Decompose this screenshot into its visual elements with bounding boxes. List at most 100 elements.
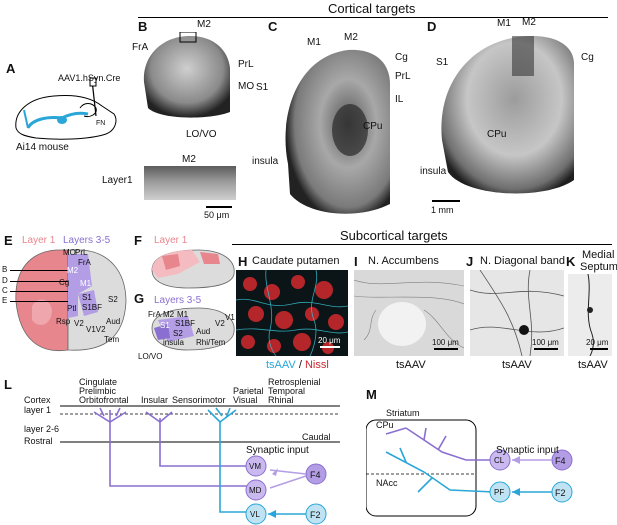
panel-l-cortex: Cortex — [24, 395, 51, 405]
panel-e-label: E — [4, 233, 13, 248]
panel-i-scale-text: 100 μm — [432, 338, 459, 347]
panel-c-s1: S1 — [256, 82, 269, 93]
panel-b-lovo: LO/VO — [186, 129, 217, 140]
panel-b-mo: MO — [238, 81, 255, 92]
panel-b-label: B — [138, 19, 148, 34]
panel-a-mouse-label: Ai14 mouse — [16, 142, 69, 153]
panel-f-lateral-map — [151, 249, 235, 289]
panel-j-title: N. Diagonal band — [480, 255, 566, 267]
panel-e-layer1: Layer 1 — [22, 235, 56, 246]
panel-g-aud: Aud — [196, 327, 211, 336]
panel-c-m1: M1 — [307, 37, 321, 48]
panel-m-label: M — [366, 387, 377, 402]
panel-c-insula: insula — [252, 156, 279, 167]
panel-b-layer1: Layer1 — [102, 175, 133, 186]
panel-g-label: G — [134, 291, 145, 306]
panel-b-fra: FrA — [132, 42, 149, 53]
panel-g-rhitem: Rhi/Tem — [196, 338, 226, 347]
panel-i-scale-bar — [434, 348, 458, 350]
panel-f-layer1: Layer 1 — [154, 235, 188, 246]
panel-l-region-parietal: Parietal — [233, 386, 264, 396]
panel-m-circuit-diagram — [366, 419, 573, 517]
panel-d-s1: S1 — [436, 57, 449, 68]
panel-e-tem: Tem — [104, 335, 120, 344]
panel-c-m2: M2 — [344, 32, 358, 43]
panel-c-label: C — [268, 19, 278, 34]
panel-e-ptl: Ptl — [67, 304, 77, 313]
panel-j-label: J — [466, 254, 474, 269]
panel-b-inset-image — [144, 166, 236, 200]
panel-h-nissl: Nissl — [304, 359, 329, 371]
panel-d-m1: M1 — [497, 18, 511, 29]
panel-l-vm: VM — [249, 462, 261, 471]
panel-h-scale-bar — [320, 346, 340, 348]
panel-l-region-sensorimotor: Sensorimotor — [172, 395, 226, 405]
panel-e-cg: Cg — [59, 278, 70, 287]
panel-d-insula: insula — [420, 166, 447, 177]
panel-e-d: D — [2, 276, 8, 285]
panel-m-striatum: Striatum — [386, 408, 420, 418]
panel-h-micrograph — [236, 270, 348, 356]
panel-b-scale-text: 50 μm — [204, 210, 230, 220]
panel-g-s1: S1 — [160, 321, 170, 330]
panel-l-layer1: layer 1 — [24, 405, 52, 415]
panel-e-v2a: V2 — [74, 319, 84, 328]
panel-k-micrograph — [568, 274, 612, 356]
panel-l-md: MD — [249, 486, 262, 495]
panel-l-synaptic-input: Synaptic input — [246, 445, 309, 456]
panel-i-micrograph — [354, 270, 464, 356]
panel-l-layer26: layer 2-6 — [24, 424, 60, 434]
panel-e-level-line-c — [10, 291, 68, 292]
panel-h-title: Caudate putamen — [252, 255, 340, 267]
panel-g-lovo: LO/VO — [138, 352, 163, 361]
panel-d-scale-bar — [432, 200, 460, 202]
panel-c-prl: PrL — [395, 71, 411, 82]
mouse-brain-sagittal-diagram — [15, 77, 117, 140]
panel-g-v2: V2 — [215, 319, 225, 328]
panel-l-rostral: Rostral — [24, 436, 53, 446]
panel-g-m2: M2 — [163, 310, 175, 319]
section-subcortical-rule — [232, 244, 612, 245]
panel-e-level-line-d — [10, 281, 68, 282]
panel-e-level-line-b — [10, 270, 68, 271]
panel-h-label: H — [238, 254, 248, 269]
panel-l-circuit-diagram — [60, 405, 340, 525]
panel-m-synaptic-input: Synaptic input — [496, 445, 559, 456]
panel-l-region-insular: Insular — [141, 395, 169, 405]
panel-e-m1: M1 — [80, 279, 92, 288]
panel-d-m2: M2 — [522, 17, 536, 28]
panel-h-scale-text: 20 μm — [318, 336, 341, 345]
panel-e-v1v2: V1V2 — [86, 325, 106, 334]
panel-b-section-image — [140, 32, 232, 120]
panel-k-scale-text: 20 μm — [586, 338, 609, 347]
panel-j-scale-text: 100 μm — [532, 338, 559, 347]
section-cortical-rule — [138, 17, 608, 18]
panel-i-label: I — [354, 254, 358, 269]
panel-e-dorsal-map — [15, 249, 127, 352]
panel-d-section-image — [436, 30, 576, 200]
panel-l-caudal: Caudal — [302, 432, 331, 442]
panel-b-m2: M2 — [197, 19, 211, 30]
panel-h-caption: tsAAV / Nissl — [266, 360, 329, 371]
panel-d-cg: Cg — [581, 52, 594, 63]
panel-l-f2: F2 — [310, 510, 321, 520]
panel-i-title: N. Accumbens — [368, 255, 439, 267]
panel-g-layers35: Layers 3-5 — [154, 295, 202, 306]
panel-e-rsp: Rsp — [56, 317, 71, 326]
panel-d-label: D — [427, 19, 437, 34]
panel-d-cpu: CPu — [487, 129, 507, 140]
panel-g-v1: V1 — [225, 313, 235, 322]
panel-k-ts: tsAAV — [578, 359, 608, 371]
panel-m-f4: F4 — [555, 456, 566, 466]
panel-g-insula: insula — [163, 338, 184, 347]
panel-e-c: C — [2, 286, 8, 295]
panel-m-cl: CL — [494, 456, 505, 465]
panel-a-label: A — [6, 61, 16, 76]
panel-g-m1: M1 — [177, 310, 189, 319]
panel-j-micrograph — [470, 270, 564, 356]
panel-l-region-visual: Visual — [233, 395, 258, 405]
panel-e-layers35: Layers 3-5 — [63, 235, 111, 246]
panel-g-lateral-map — [151, 307, 235, 351]
section-cortical-title: Cortical targets — [328, 1, 416, 16]
panel-e-s1bf: S1BF — [82, 303, 103, 312]
